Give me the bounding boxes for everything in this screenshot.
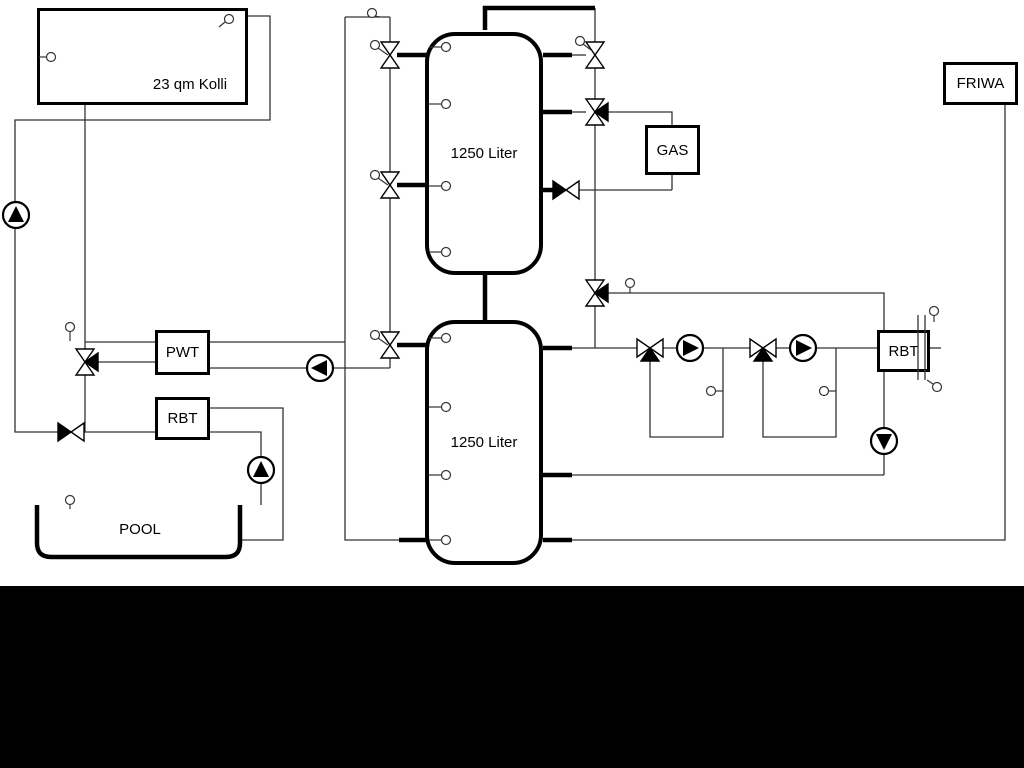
pump-right-icon — [675, 333, 705, 363]
check-valve-icon — [57, 421, 85, 443]
solar-collector-label: 23 qm Kolli — [152, 76, 228, 93]
sensor-icon — [369, 169, 389, 186]
sensor-icon — [926, 379, 943, 393]
buffer-tank-top: 1250 Liter — [425, 32, 543, 275]
gas-boiler-label: GAS — [656, 141, 689, 159]
buffer-tank-bottom: 1250 Liter — [425, 320, 543, 565]
pump-up-icon — [1, 200, 31, 230]
valve-icon — [584, 41, 606, 69]
buffer-tank-bottom-label: 1250 Liter — [450, 434, 518, 451]
sensor-icon — [64, 494, 76, 509]
top-header-pipe — [482, 5, 595, 30]
sensor-icon — [624, 277, 636, 293]
valve-icon — [379, 41, 401, 69]
rbt-left-label: RBT — [167, 410, 198, 427]
pwt-heat-exchanger-box: PWT — [155, 330, 210, 375]
sensor-icon — [366, 7, 381, 19]
rbt-right-label: RBT — [888, 342, 919, 360]
sensor-icon — [818, 385, 836, 397]
valve-icon — [379, 171, 401, 199]
valve-icon — [379, 331, 401, 359]
pwt-label: PWT — [165, 344, 200, 361]
pump-up-icon — [246, 455, 276, 485]
check-valve-icon — [552, 179, 580, 201]
sensor-icon — [574, 35, 592, 51]
sensor-icon — [369, 329, 389, 346]
three-way-mixing-valve-icon — [74, 348, 99, 376]
three-way-mixing-valve-icon — [636, 337, 664, 362]
pump-right-icon — [788, 333, 818, 363]
rbt-right-box: RBT — [877, 330, 930, 372]
sensor-icon — [369, 39, 389, 56]
black-footer-bar — [0, 586, 1024, 768]
three-way-mixing-valve-icon — [749, 337, 777, 362]
rbt-left-box: RBT — [155, 397, 210, 440]
gas-boiler-box: GAS — [645, 125, 700, 175]
three-way-mixing-valve-icon — [584, 98, 609, 126]
sensor-icon — [705, 385, 723, 397]
sensor-icon — [928, 305, 940, 322]
pump-down-icon — [869, 426, 899, 456]
buffer-tank-top-label: 1250 Liter — [450, 145, 518, 162]
friwa-station-box: FRIWA — [943, 62, 1018, 105]
three-way-mixing-valve-icon — [584, 279, 609, 307]
pump-left-icon — [305, 353, 335, 383]
pool-label: POOL — [119, 521, 161, 538]
sensor-icon — [64, 321, 76, 341]
friwa-station-label: FRIWA — [956, 75, 1005, 92]
